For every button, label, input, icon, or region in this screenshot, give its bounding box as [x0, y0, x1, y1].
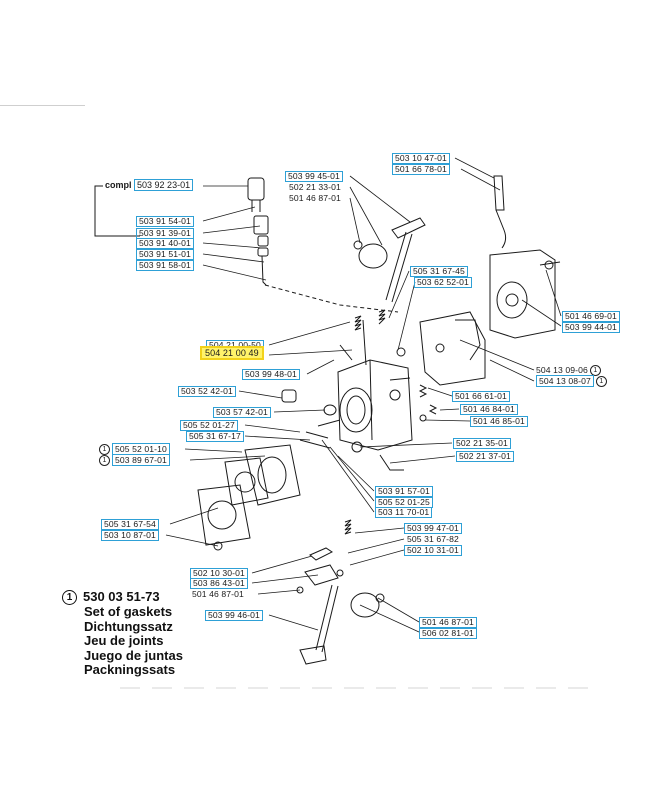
legend-header: 1 530 03 51-73: [62, 589, 183, 606]
part-label[interactable]: 503 91 58-01: [136, 260, 194, 271]
springs: [339, 309, 386, 366]
highlighted-part-label[interactable]: 504 21 00 49: [200, 346, 264, 360]
part-label[interactable]: 501 46 87-01: [419, 617, 477, 628]
part-label[interactable]: 503 99 46-01: [205, 610, 263, 621]
legend-part-number: 530 03 51-73: [83, 589, 160, 604]
part-label[interactable]: 503 52 42-01: [178, 386, 236, 397]
part-label[interactable]: 505 31 67-17: [186, 431, 244, 442]
part-label[interactable]: 501 66 78-01: [392, 164, 450, 175]
gasket-set-legend: 1 530 03 51-73 Set of gaskets Dichtungssa…: [62, 589, 183, 678]
compl-prefix: compl: [105, 180, 132, 190]
marker-circle-icon: 1: [589, 365, 601, 377]
needle-assembly: [247, 177, 269, 286]
part-label[interactable]: 501 46 85-01: [470, 416, 528, 427]
throttle-assembly: [296, 519, 385, 665]
part-label[interactable]: 503 99 44-01: [562, 322, 620, 333]
part-label: 501 46 87-01: [289, 193, 341, 203]
part-label[interactable]: 503 99 45-01: [285, 171, 343, 182]
part-label[interactable]: 503 99 48-01: [242, 369, 300, 380]
part-label[interactable]: 503 91 51-01: [136, 249, 194, 260]
marker-circle-icon: 1: [99, 444, 110, 456]
header-divider: [0, 105, 85, 106]
compl-label: compl 503 92 23-01: [105, 179, 194, 191]
part-label: 502 21 33-01: [289, 182, 341, 192]
compl-part-number[interactable]: 503 92 23-01: [134, 179, 194, 191]
carburetor-body: [337, 347, 413, 451]
legend-line: Jeu de joints: [84, 633, 164, 649]
marker-circle-icon: 1: [595, 376, 607, 388]
part-number[interactable]: 505 52 01-10: [112, 443, 170, 455]
part-label[interactable]: 505 31 67-45: [410, 266, 468, 277]
part-label[interactable]: 502 10 31-01: [404, 545, 462, 556]
part-label[interactable]: 501 66 61-01: [452, 391, 510, 402]
marker-circle-icon: 1: [99, 455, 110, 467]
pump-cover: [419, 175, 561, 386]
part-number[interactable]: 504 13 08-07: [536, 375, 594, 387]
link-dashed: [264, 284, 399, 313]
part-label[interactable]: 503 57 42-01: [213, 407, 271, 418]
part-label[interactable]: 505 52 01-27: [180, 420, 238, 431]
part-label[interactable]: 503 11 70-01: [375, 507, 433, 518]
part-number[interactable]: 503 89 67-01: [112, 454, 170, 466]
legend-line: Set of gaskets: [84, 604, 173, 620]
part-label[interactable]: 503 99 47-01: [404, 523, 462, 534]
legend-line: Dichtungssatz: [84, 618, 173, 634]
part-label[interactable]: 503 10 47-01: [392, 153, 450, 164]
part-label[interactable]: 505 31 67-54: [101, 519, 159, 530]
part-label[interactable]: 503 91 54-01: [136, 216, 194, 227]
choke-shaft: [353, 217, 426, 303]
part-label[interactable]: 503 91 57-01: [375, 486, 433, 497]
small-parts: [281, 384, 438, 471]
part-label[interactable]: 503 10 87-01: [101, 530, 159, 541]
part-label[interactable]: 501 46 69-01: [562, 311, 620, 322]
part-label: 505 31 67-82: [407, 534, 459, 544]
part-label[interactable]: 503 91 40-01: [136, 238, 194, 249]
part-label[interactable]: 502 21 37-01: [456, 451, 514, 462]
part-label[interactable]: 502 21 35-01: [453, 438, 511, 449]
part-number: 504 13 09-06: [536, 365, 588, 375]
compl-bracket: [94, 185, 140, 237]
legend-line: Packningssats: [84, 662, 176, 678]
legend-line: Juego de juntas: [84, 647, 183, 663]
gaskets: [197, 444, 301, 551]
marker-circle-icon: 1: [62, 590, 77, 606]
part-label: 501 46 87-01: [192, 589, 244, 599]
part-label[interactable]: 503 62 52-01: [414, 277, 472, 288]
part-label[interactable]: 506 02 81-01: [419, 628, 477, 639]
leader-lines: [165, 157, 562, 633]
part-label[interactable]: 503 86 43-01: [190, 578, 248, 589]
part-label[interactable]: 501 46 84-01: [460, 404, 518, 415]
